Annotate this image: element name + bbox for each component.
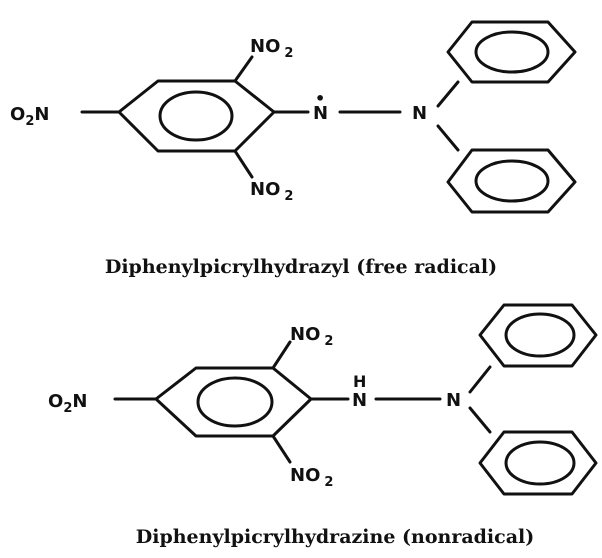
bond-ring-no2-bottom-2 bbox=[271, 434, 292, 464]
bond-n-phenyl-bottom-1 bbox=[436, 124, 460, 152]
picryl-ring-1 bbox=[117, 79, 276, 153]
bond-n-phenyl-bottom-2 bbox=[468, 406, 492, 434]
phenyl-bottom-1-outline bbox=[446, 148, 577, 214]
bond-n-phenyl-top-1 bbox=[436, 80, 460, 108]
picryl-ring-2-aromatic-circle bbox=[196, 376, 274, 428]
caption-nonradical: Diphenylpicrylhydrazine (nonradical) bbox=[135, 526, 535, 548]
phenyl-ring-top-1 bbox=[446, 20, 577, 84]
picryl-ring-1-aromatic-circle bbox=[158, 90, 234, 142]
bond-n-phenyl-top-2 bbox=[468, 365, 492, 394]
caption-free-radical: Diphenylpicrylhydrazyl (free radical) bbox=[104, 256, 498, 278]
radical-dot: • bbox=[315, 89, 325, 108]
n-radical-label: N bbox=[313, 103, 328, 124]
phenyl-top-1-aromatic-circle bbox=[474, 30, 550, 74]
n-amine-label-1: N bbox=[412, 103, 427, 124]
phenyl-top-2-outline bbox=[478, 303, 598, 368]
phenyl-ring-bottom-1 bbox=[446, 148, 577, 214]
phenyl-ring-top-2 bbox=[478, 303, 598, 368]
phenyl-bottom-1-aromatic-circle bbox=[474, 159, 550, 203]
n-hydrazine-label: N bbox=[352, 390, 367, 411]
phenyl-bottom-2-outline bbox=[478, 430, 598, 496]
phenyl-bottom-2-aromatic-circle bbox=[504, 440, 576, 486]
bond-ring-no2-bottom-1 bbox=[233, 149, 254, 179]
o2n-label-2: O2N bbox=[48, 391, 87, 416]
picryl-ring-2 bbox=[154, 366, 313, 438]
n-amine-label-2: N bbox=[446, 390, 461, 411]
o2n-label-1: O2N bbox=[10, 104, 49, 129]
bond-ring-no2-top-2 bbox=[271, 340, 292, 370]
phenyl-ring-bottom-2 bbox=[478, 430, 598, 496]
h-label: H bbox=[353, 372, 366, 391]
bond-ring-no2-top-1 bbox=[233, 55, 254, 83]
phenyl-top-1-outline bbox=[446, 20, 577, 84]
phenyl-top-2-aromatic-circle bbox=[504, 312, 576, 358]
